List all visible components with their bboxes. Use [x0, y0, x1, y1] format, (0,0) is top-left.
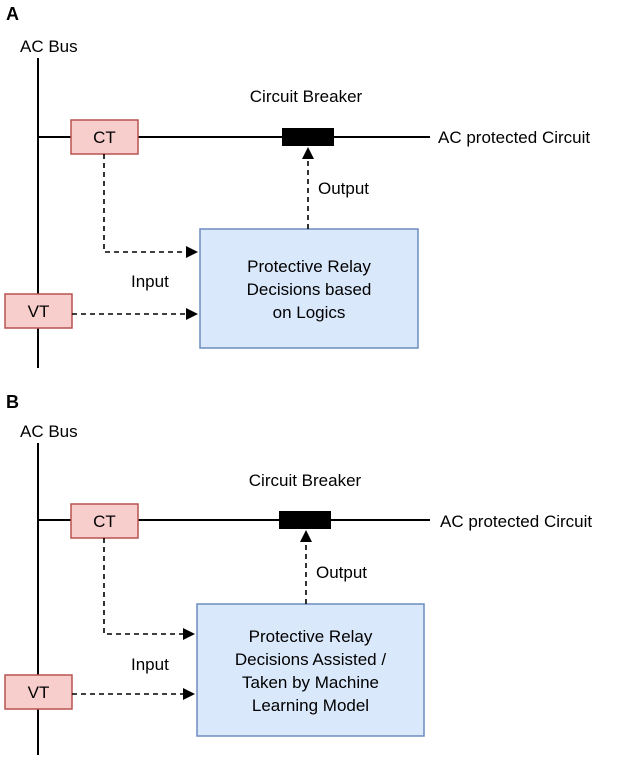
panel-a-vt-input-arrowhead [186, 308, 198, 320]
panel-b-bus-label: AC Bus [20, 422, 78, 441]
panel-b-relay-line-4: Learning Model [252, 696, 369, 715]
panel-a-circuit-breaker [282, 128, 334, 146]
panel-a-relay-line-2: Decisions based [247, 280, 372, 299]
panel-b-relay-box [196, 603, 425, 737]
panel-a: A AC Bus CT VT Circuit Breaker AC protec… [4, 4, 590, 368]
panel-a-ct-input-connector [103, 154, 186, 253]
panel-b-ct-input-arrowhead [183, 628, 195, 640]
panel-b-ct-input-connector [103, 538, 183, 635]
panel-a-output-arrowhead [302, 147, 314, 159]
panel-a-label: A [6, 4, 19, 24]
panel-a-vt-label: VT [28, 302, 50, 321]
panel-b-vt-input-arrowhead [183, 688, 195, 700]
panel-b-vt-label: VT [28, 683, 50, 702]
panel-b-breaker-label: Circuit Breaker [249, 471, 362, 490]
panel-a-input-label: Input [131, 272, 169, 291]
panel-a-breaker-label: Circuit Breaker [250, 87, 363, 106]
panel-a-relay-line-1: Protective Relay [247, 257, 371, 276]
panel-b-input-label: Input [131, 655, 169, 674]
panel-a-vt-box [4, 293, 73, 329]
panel-b-ct-box [70, 503, 139, 539]
panel-a-circuit-label: AC protected Circuit [438, 128, 590, 147]
panel-b-relay-line-3: Taken by Machine [242, 673, 379, 692]
panel-b-ct-label: CT [93, 512, 116, 531]
panel-b: B AC Bus CT VT Circuit Breaker AC protec… [4, 392, 592, 755]
panel-a-ct-input-arrowhead [186, 246, 198, 258]
panel-a-ct-label: CT [93, 128, 116, 147]
panel-a-ct-box [70, 119, 139, 155]
panel-a-output-label: Output [318, 179, 369, 198]
panel-b-output-label: Output [316, 563, 367, 582]
panel-b-relay-line-2: Decisions Assisted / [235, 650, 386, 669]
panel-b-output-arrowhead [300, 530, 312, 542]
panel-a-relay-line-3: on Logics [273, 303, 346, 322]
panel-b-relay-line-1: Protective Relay [249, 627, 373, 646]
panel-b-label: B [6, 392, 19, 412]
panel-b-vt-box [4, 674, 73, 710]
panel-b-circuit-label: AC protected Circuit [440, 512, 592, 531]
panel-a-bus-label: AC Bus [20, 37, 78, 56]
panel-a-relay-box [199, 228, 419, 349]
panel-b-circuit-breaker [279, 511, 331, 529]
